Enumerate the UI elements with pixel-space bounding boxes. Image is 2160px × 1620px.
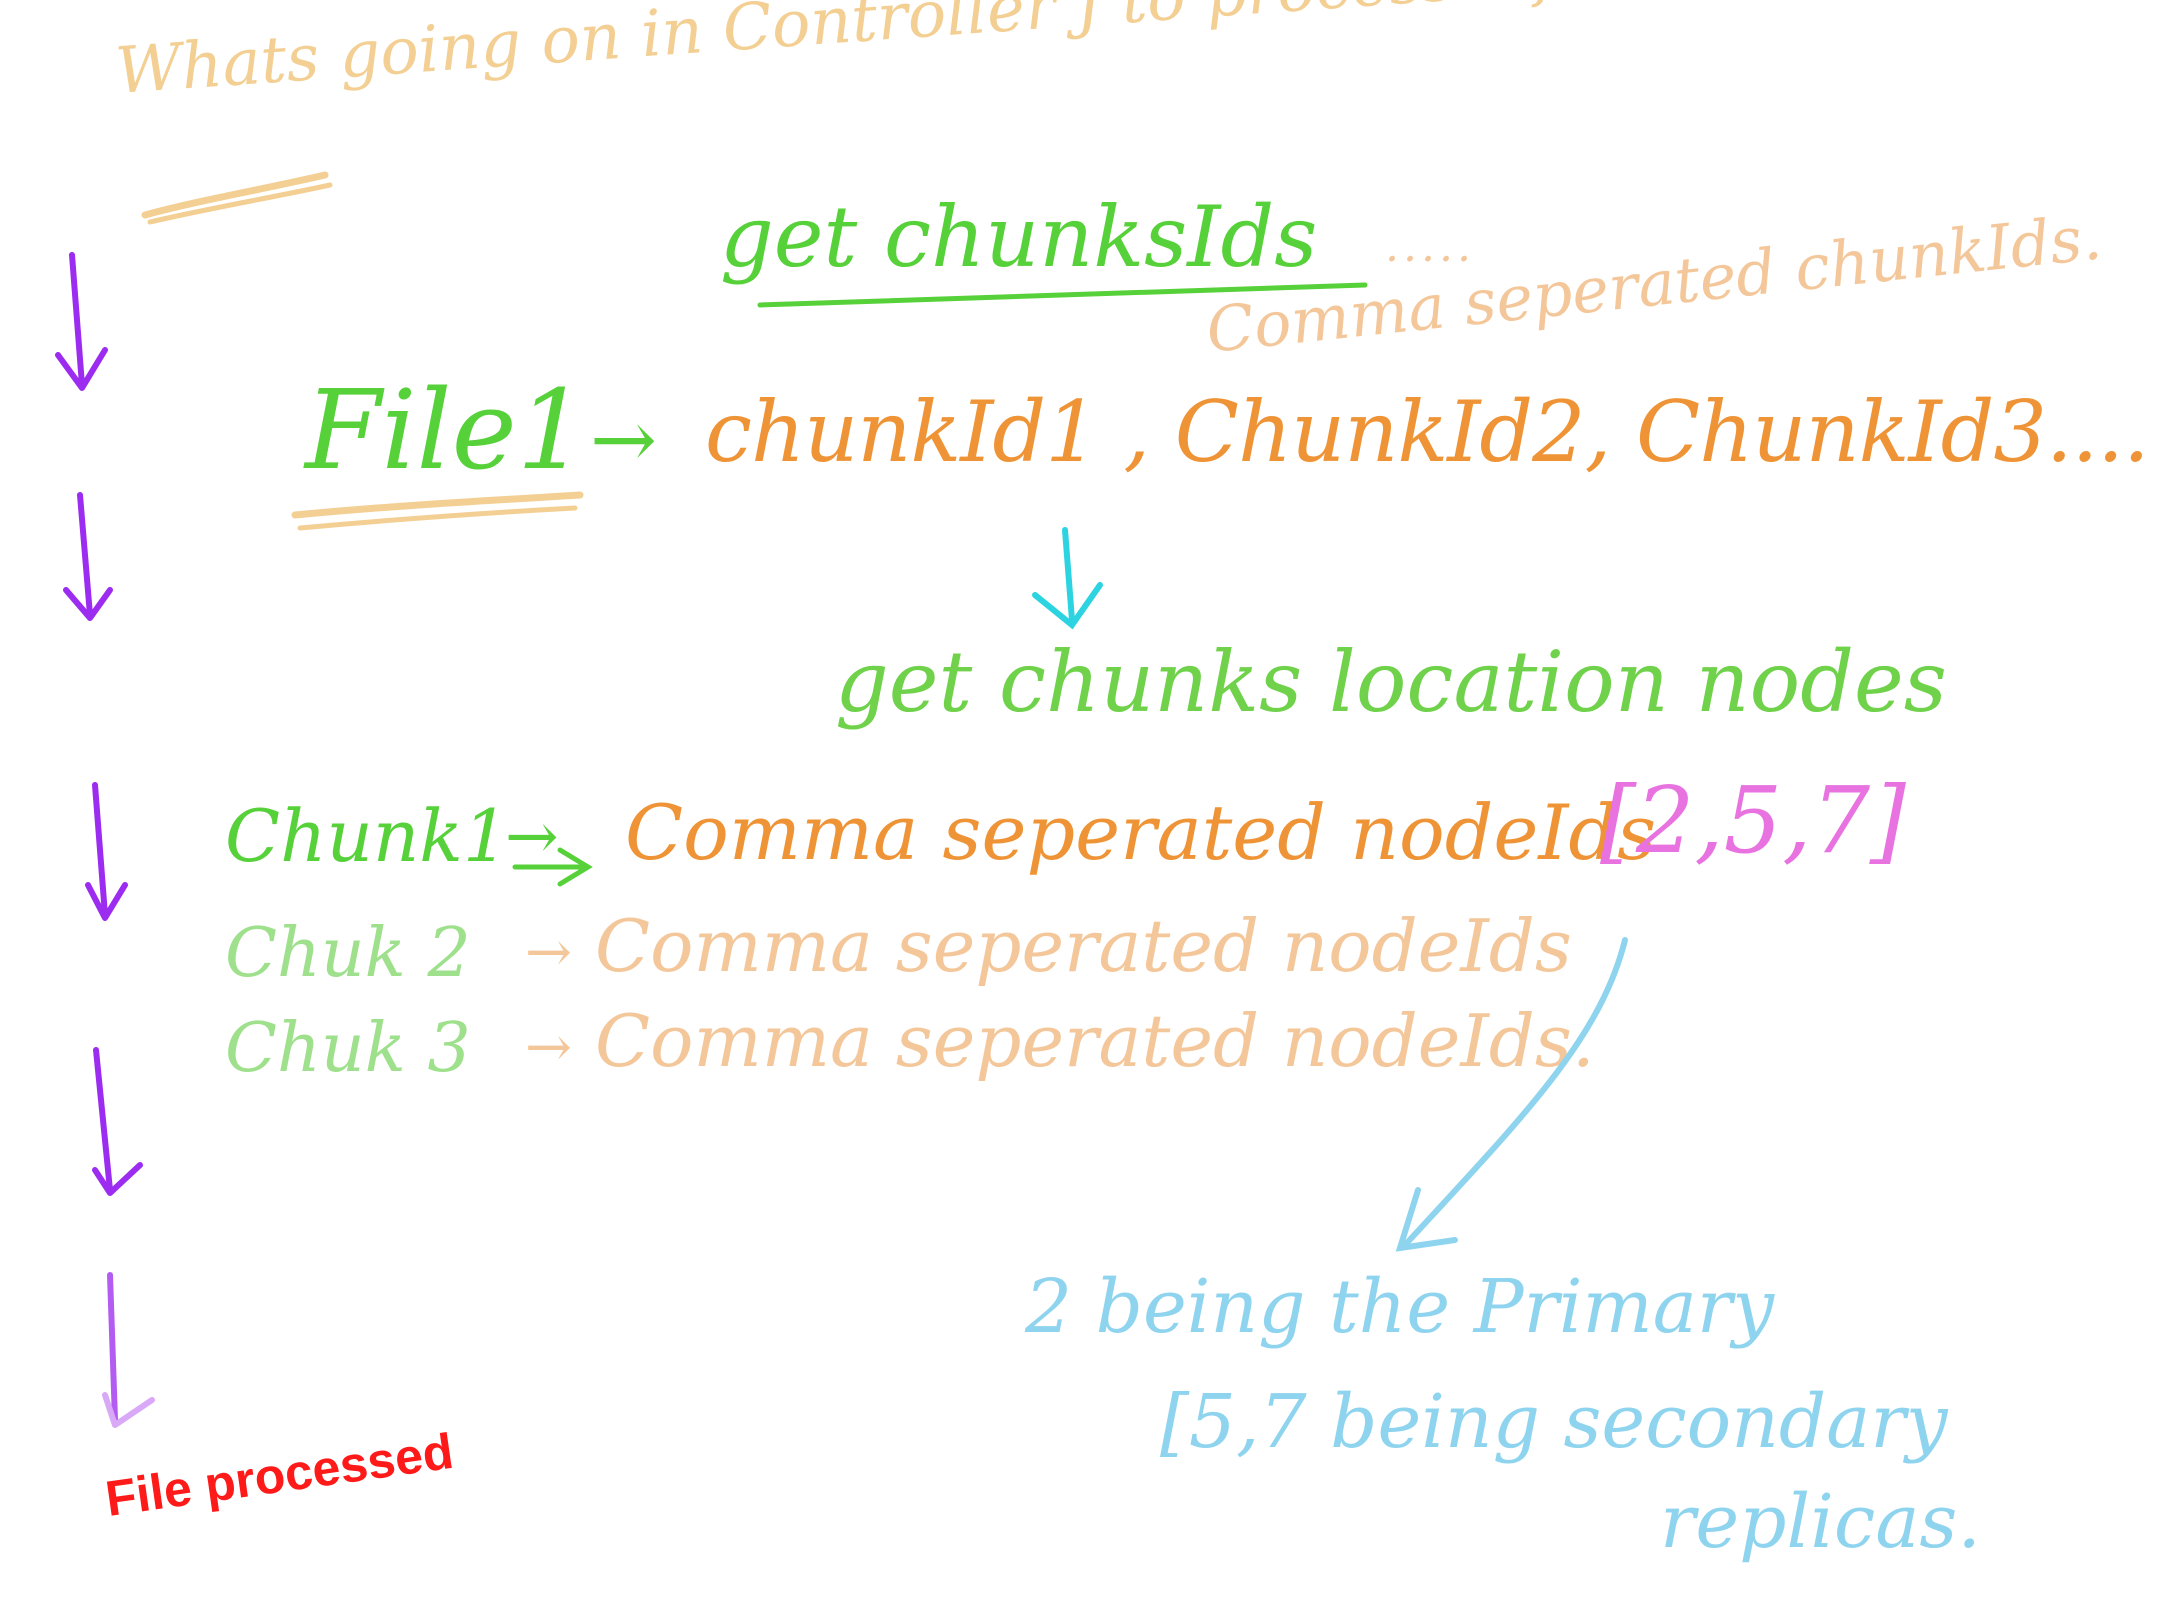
chunk-ids: chunkId1 , ChunkId2, ChunkId3.... (705, 383, 2150, 481)
arrow-down-icon (92, 1047, 143, 1196)
chunk3-label: Chuk 3 (225, 1009, 471, 1088)
arrow-right-icon (512, 847, 593, 887)
file-arrow: → (590, 393, 658, 486)
file-label: File1 (305, 366, 587, 494)
step1-dots: ..... (1385, 221, 1475, 272)
chunk1-arrow: → (505, 800, 559, 874)
chunk2-label: Chuk 2 (225, 914, 471, 993)
chunk1-label: Chunk1 (225, 794, 509, 878)
step3-label: get chunks location nodes (835, 633, 1947, 731)
curved-arrow-icon (1395, 937, 1628, 1252)
arrow-down-icon (85, 782, 128, 921)
chunk2-nodes: Comma seperated nodeIds (595, 904, 1572, 988)
note-line1: 2 being the Primary (1025, 1264, 1774, 1350)
step1-label: get chunksIds (720, 188, 1318, 286)
bracket-list: [2,5,7] (1600, 767, 1906, 874)
note-line3: replicas. (1660, 1479, 1981, 1565)
arrow-down-icon (55, 252, 108, 391)
chunk2-arrow: → (525, 920, 572, 985)
chunk1-nodes: Comma seperated nodeIds (625, 788, 1657, 877)
chunk3-nodes: Comma seperated nodeIds. (595, 999, 1595, 1083)
chunk3-arrow: → (525, 1015, 572, 1080)
arrow-down-icon (63, 492, 113, 621)
arrow-down-icon (102, 1272, 155, 1428)
note-line2: [5,7 being secondary (1160, 1379, 1948, 1465)
arrow-down-icon (1032, 527, 1103, 630)
